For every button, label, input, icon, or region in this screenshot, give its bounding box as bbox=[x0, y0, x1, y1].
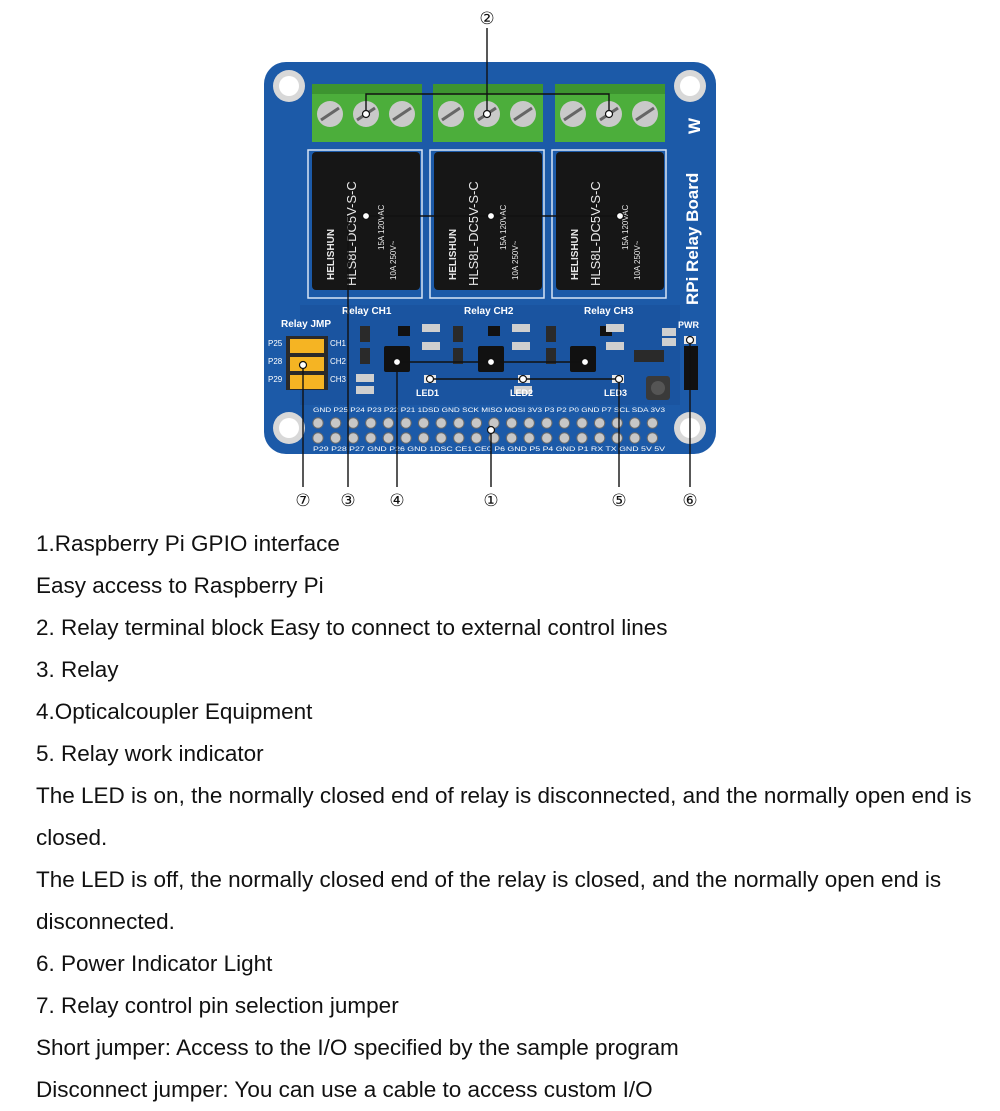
jumper-pin-3: P29 bbox=[268, 375, 283, 384]
gpio-pin bbox=[541, 432, 553, 444]
gpio-pin bbox=[417, 417, 430, 429]
desc-terminal-block: 2. Relay terminal block Easy to connect … bbox=[36, 615, 668, 640]
desc-led-on: The LED is on, the normally closed end o… bbox=[36, 783, 972, 850]
description-text: 1.Raspberry Pi GPIO interface Easy acces… bbox=[36, 523, 996, 1111]
gpio-pin bbox=[629, 432, 641, 444]
gpio-pin bbox=[312, 417, 324, 429]
gpio-pin bbox=[523, 417, 535, 429]
led-label-2: LED2 bbox=[510, 388, 533, 398]
gpio-pin bbox=[505, 432, 518, 444]
desc-relay-indicator: 5. Relay work indicator bbox=[36, 741, 264, 766]
jumper-channel-2: CH2 bbox=[330, 357, 347, 366]
relay-board-diagram: HLS8L-DC5V-S-C HELISHUN 15A 120VAC 10A 2… bbox=[264, 9, 716, 510]
jumper-pin-1: P25 bbox=[268, 339, 283, 348]
gpio-pin bbox=[611, 417, 623, 429]
jumper-channel-1: CH1 bbox=[330, 339, 347, 348]
relay-ch1-model: HLS8L-DC5V-S-C bbox=[344, 181, 359, 286]
relay-ch1-rating: 15A 120VAC bbox=[377, 205, 386, 250]
relay-ch3-brand: HELISHUN bbox=[570, 229, 581, 280]
callout-6: ⑥ bbox=[682, 491, 697, 510]
gpio-pin bbox=[435, 432, 447, 444]
desc-optocoupler: 4.Opticalcoupler Equipment bbox=[36, 699, 313, 724]
gpio-pin bbox=[558, 432, 571, 444]
smd-components bbox=[356, 324, 698, 400]
gpio-pin bbox=[453, 432, 465, 444]
relay-ch3-model: HLS8L-DC5V-S-C bbox=[588, 181, 603, 286]
gpio-pin bbox=[400, 432, 412, 444]
desc-disconnect-jumper: Disconnect jumper: You can use a cable t… bbox=[36, 1077, 653, 1102]
led-label-3: LED3 bbox=[604, 388, 627, 398]
gpio-pin bbox=[646, 432, 659, 444]
callout-4: ④ bbox=[389, 491, 404, 510]
gpio-pin bbox=[593, 432, 606, 444]
desc-gpio-detail: Easy access to Raspberry Pi bbox=[36, 573, 324, 598]
desc-power-indicator: 6. Power Indicator Light bbox=[36, 951, 273, 976]
gpio-pin bbox=[593, 417, 606, 429]
relay-ch2-rating: 15A 120VAC bbox=[499, 205, 508, 250]
jumper-label: Relay JMP bbox=[281, 319, 331, 330]
gpio-pin bbox=[435, 417, 447, 429]
channel-outlines bbox=[307, 149, 667, 299]
desc-led-off: The LED is off, the normally closed end … bbox=[36, 867, 942, 934]
led-label-1: LED1 bbox=[416, 388, 439, 398]
gpio-pin bbox=[576, 432, 588, 444]
gpio-pin bbox=[453, 417, 465, 429]
relay-ch2-brand: HELISHUN bbox=[448, 229, 459, 280]
relay-ch1: HLS8L-DC5V-S-C HELISHUN 15A 120VAC 10A 2… bbox=[312, 152, 420, 290]
header-bottom-labels: P29 P28 P27 GND P26 GND 1DSC CE1 CE0 P6 … bbox=[313, 446, 666, 453]
gpio-pin bbox=[382, 432, 395, 444]
gpio-pin bbox=[329, 417, 342, 429]
relay-ch3-rating-b: 10A 250V~ bbox=[633, 240, 642, 280]
gpio-pin bbox=[347, 417, 359, 429]
gpio-pin bbox=[576, 417, 588, 429]
gpio-header bbox=[312, 417, 659, 444]
gpio-pin bbox=[470, 417, 483, 429]
relay-ch2-rating-b: 10A 250V~ bbox=[511, 240, 520, 280]
board-name: RPi Relay Board bbox=[683, 173, 702, 305]
gpio-pin bbox=[646, 417, 659, 429]
gpio-pin bbox=[382, 417, 395, 429]
callout-3: ③ bbox=[340, 491, 355, 510]
gpio-pin bbox=[629, 417, 641, 429]
callout-7: ⑦ bbox=[295, 491, 310, 510]
waveshare-logo-icon: W bbox=[685, 117, 704, 134]
gpio-pin bbox=[400, 417, 412, 429]
mounting-holes bbox=[273, 70, 706, 444]
gpio-pin bbox=[417, 432, 430, 444]
gpio-pin bbox=[312, 432, 324, 444]
gpio-pin bbox=[505, 417, 518, 429]
gpio-pin bbox=[611, 432, 623, 444]
channel-label-3: Relay CH3 bbox=[584, 306, 634, 317]
gpio-pin bbox=[365, 417, 377, 429]
callout-1: ① bbox=[483, 491, 498, 510]
gpio-pin bbox=[523, 432, 535, 444]
channel-label-2: Relay CH2 bbox=[464, 306, 514, 317]
gpio-pin bbox=[541, 417, 553, 429]
desc-gpio-interface: 1.Raspberry Pi GPIO interface bbox=[36, 531, 340, 556]
power-label: PWR bbox=[678, 320, 699, 330]
gpio-pin bbox=[470, 432, 483, 444]
relay-ch3-rating: 15A 120VAC bbox=[621, 205, 630, 250]
callout-2: ② bbox=[479, 9, 494, 28]
jumper-channel-3: CH3 bbox=[330, 375, 347, 384]
channel-label-1: Relay CH1 bbox=[342, 306, 392, 317]
relay-ch1-rating-b: 10A 250V~ bbox=[389, 240, 398, 280]
gpio-pin bbox=[365, 432, 377, 444]
desc-short-jumper: Short jumper: Access to the I/O specifie… bbox=[36, 1035, 679, 1060]
gpio-pin bbox=[558, 417, 571, 429]
header-top-labels: GND P25 P24 P23 P22 P21 1DSD GND SCK MIS… bbox=[313, 407, 666, 414]
gpio-pin bbox=[347, 432, 359, 444]
relay-ch3: HLS8L-DC5V-S-C HELISHUN 15A 120VAC 10A 2… bbox=[556, 152, 664, 290]
desc-relay: 3. Relay bbox=[36, 657, 119, 682]
callout-5: ⑤ bbox=[611, 491, 626, 510]
jumper-pin-2: P28 bbox=[268, 357, 283, 366]
jumper-block bbox=[286, 336, 328, 390]
desc-jumper: 7. Relay control pin selection jumper bbox=[36, 993, 399, 1018]
gpio-pin bbox=[329, 432, 342, 444]
callout-dots bbox=[298, 109, 695, 435]
relay-ch2-model: HLS8L-DC5V-S-C bbox=[466, 181, 481, 286]
relay-ch1-brand: HELISHUN bbox=[326, 229, 337, 280]
relay-ch2: HLS8L-DC5V-S-C HELISHUN 15A 120VAC 10A 2… bbox=[434, 152, 542, 290]
